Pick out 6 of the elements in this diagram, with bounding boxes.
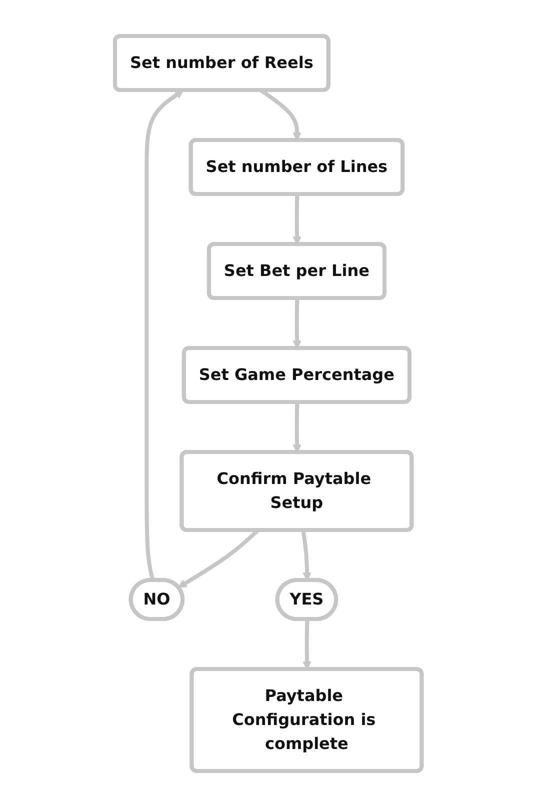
arrow (292, 298, 302, 349)
arrow (292, 194, 302, 245)
arrow (302, 619, 312, 670)
arrow (292, 402, 302, 453)
arrow (144, 90, 184, 581)
arrow (300, 530, 312, 581)
